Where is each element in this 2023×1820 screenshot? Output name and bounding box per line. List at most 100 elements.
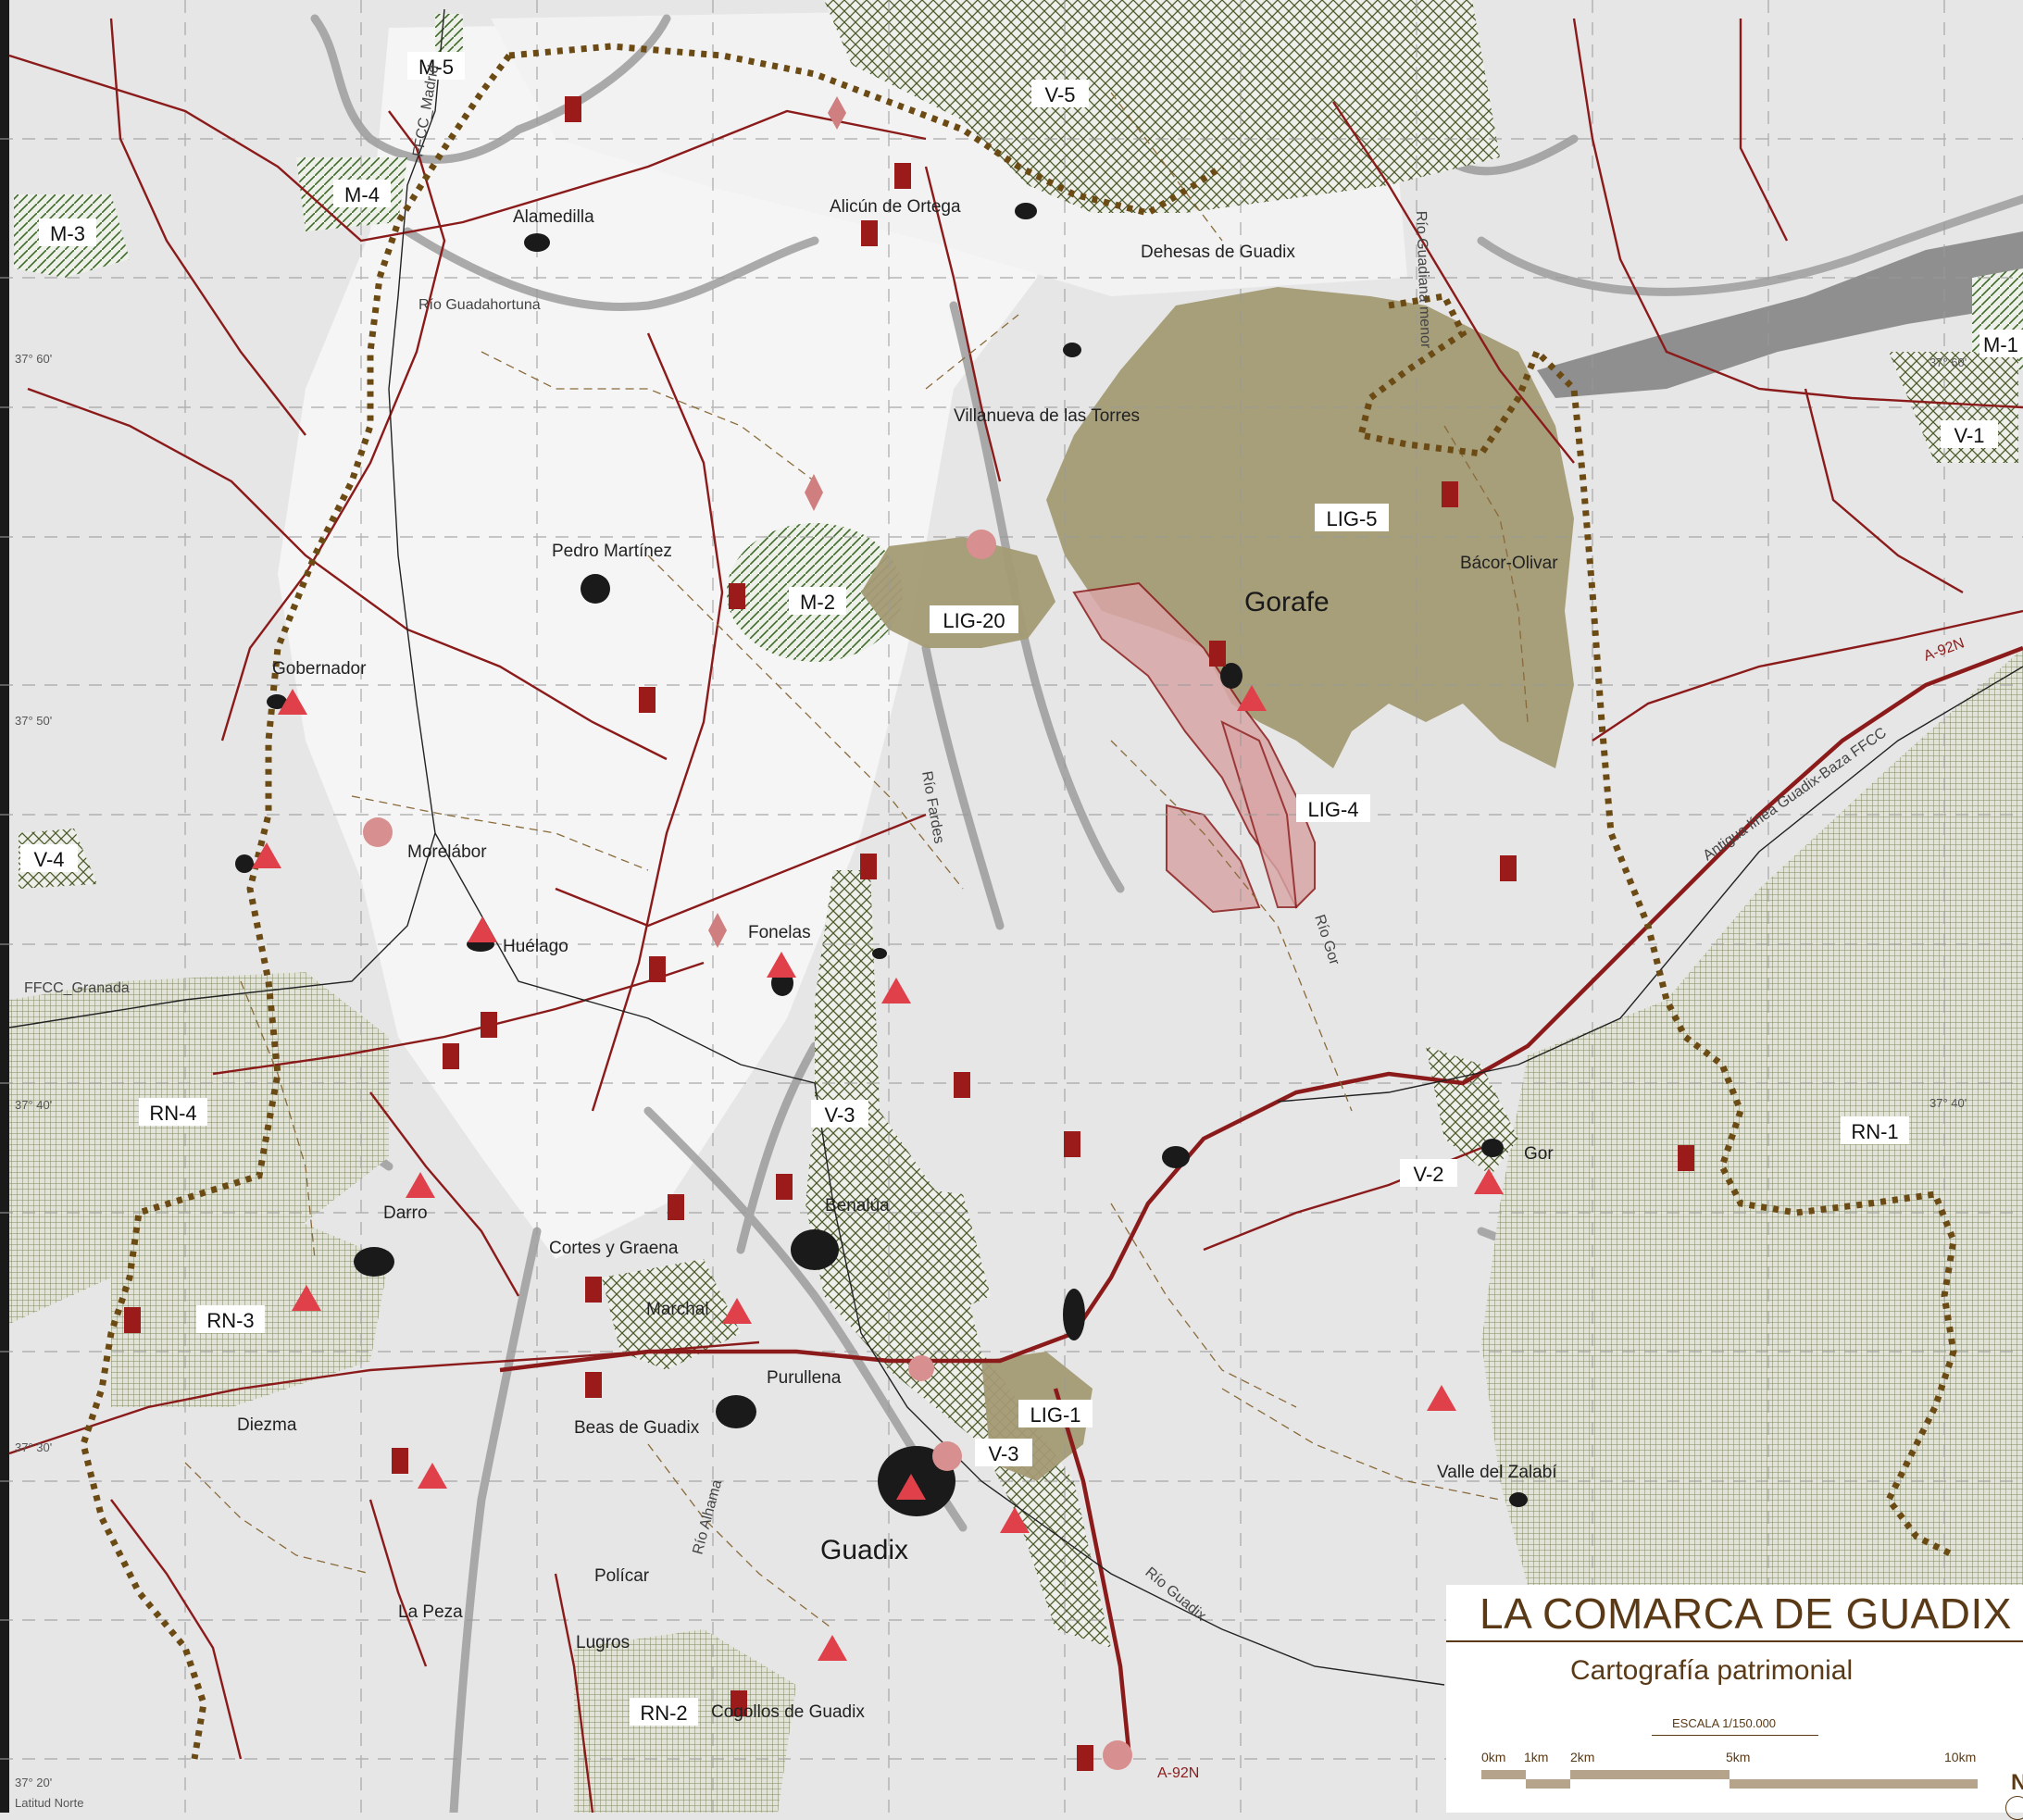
zone-label-m3: M-3 [50, 222, 85, 245]
zone-label-lig20: LIG-20 [943, 609, 1005, 632]
zone-label-rn3: RN-3 [206, 1309, 254, 1332]
scale-bar-segment [1481, 1770, 1526, 1779]
town-label-fonelas: Fonelas [748, 923, 811, 942]
zone-rn4-area [9, 972, 389, 1324]
zone-label-v5: V-5 [1044, 83, 1075, 106]
zone-label-m2: M-2 [800, 591, 835, 614]
town-label-gorafe: Gorafe [1244, 587, 1330, 617]
heritage-circle-icon [363, 530, 1132, 1770]
zone-label-box [789, 587, 846, 615]
compass-icon [2005, 1796, 2023, 1820]
zone-label-lig1: LIG-1 [1030, 1403, 1080, 1427]
scale-label: ESCALA 1/150.000 [1672, 1716, 1777, 1730]
town-label-marchal: Marchal [646, 1300, 709, 1319]
coord-lat-60-right: 37° 60' [1929, 355, 1967, 369]
town-label-valle: Valle del Zalabí [1437, 1463, 1557, 1482]
town-label-purullena: Purullena [767, 1368, 842, 1388]
town-label-gor: Gor [1524, 1144, 1554, 1164]
town-label-bacor: Bácor-Olivar [1460, 554, 1558, 573]
zone-rn1-area [1481, 648, 2023, 1813]
scale-tick: 1km [1524, 1750, 1549, 1764]
town-label-morelabor: Morelábor [407, 842, 487, 862]
town-label-lapeza: La Peza [398, 1602, 463, 1622]
town-label-alamedilla: Alamedilla [513, 207, 594, 227]
zone-label-box [39, 218, 96, 246]
town-label-benalua: Benalúa [825, 1196, 890, 1215]
town-label-darro: Darro [383, 1203, 428, 1223]
zone-label-v3b: V-3 [988, 1442, 1018, 1465]
zone-label-box [1400, 1159, 1457, 1187]
town-label-huelago: Huélago [503, 937, 568, 956]
coord-lat-40-left: 37° 40' [15, 1098, 52, 1112]
town-label-cortes: Cortes y Graena [549, 1239, 679, 1258]
scale-tick: 10km [1944, 1750, 1977, 1764]
scale-bar-segment [1730, 1779, 1978, 1789]
zone-label-box [1941, 420, 1998, 448]
zone-label-box [1315, 504, 1389, 531]
zone-label-v3a: V-3 [824, 1103, 855, 1127]
zone-label-m4: M-4 [344, 183, 380, 206]
town-label-villanueva: Villanueva de las Torres [954, 406, 1140, 426]
scale-label-rule [1652, 1735, 1818, 1736]
label-rio-guadiana: Río Guadiana menor [1413, 211, 1433, 350]
scale-tick: 0km [1481, 1750, 1506, 1764]
zone-label-box [1841, 1116, 1909, 1144]
label-a92n-bottom: A-92N [1157, 1765, 1199, 1781]
heritage-rect-icon [124, 96, 1694, 1771]
zone-v3-area-east [880, 1185, 991, 1324]
railways [8, 8, 2023, 1686]
zone-label-box [20, 844, 78, 872]
comarca-boundary [80, 43, 1957, 1760]
town-label-alicun: Alicún de Ortega [830, 197, 961, 217]
map-title: LA COMARCA DE GUADIX [1480, 1589, 2012, 1638]
coord-lat-30: 37° 30' [15, 1440, 52, 1454]
zone-label-rn4: RN-4 [149, 1102, 196, 1125]
zone-label-box [1979, 330, 2023, 357]
zone-label-rn2: RN-2 [640, 1702, 687, 1725]
town-label-guadix: Guadix [820, 1535, 908, 1565]
zone-label-m1: M-1 [1983, 333, 2018, 356]
scale-bar-segment [1526, 1779, 1570, 1789]
zone-label-rn1: RN-1 [1851, 1120, 1898, 1143]
label-rio-guadahortuna: Río Guadahortuna [418, 297, 541, 313]
scale-tick: 5km [1726, 1750, 1751, 1764]
zone-label-box [811, 1100, 868, 1128]
zone-v3-area-mid [602, 1259, 741, 1370]
town-label-diezma: Diezma [237, 1415, 297, 1435]
title-rule [1446, 1640, 2023, 1642]
zone-label-m5: M-5 [418, 56, 454, 79]
town-label-policar: Polícar [594, 1566, 650, 1586]
heritage-triangle-icon [252, 685, 1504, 1661]
zone-label-box [1031, 80, 1089, 107]
coord-axis-label: Latitud Norte [15, 1796, 83, 1810]
zone-label-box [1296, 794, 1370, 822]
tracks [184, 92, 1529, 1630]
highway-a92n [499, 645, 2023, 1760]
coord-lat-50: 37° 50' [15, 714, 52, 728]
zone-label-box [139, 1098, 207, 1126]
coord-lat-40-right: 37° 40' [1929, 1096, 1967, 1110]
zone-label-lig5: LIG-5 [1326, 507, 1377, 530]
town-label-gobernador: Gobernador [272, 659, 367, 679]
town-label-beas: Beas de Guadix [574, 1418, 700, 1438]
zone-label-v4: V-4 [33, 848, 64, 871]
heritage-diamond-icon [708, 96, 846, 948]
zone-label-box [1018, 1400, 1093, 1427]
scale-bar-segment [1570, 1770, 1730, 1779]
zone-label-box [975, 1439, 1032, 1466]
zone-label-v2: V-2 [1413, 1163, 1443, 1186]
label-ffcc-granada: FFCC_Granada [24, 980, 130, 996]
town-label-dehesas: Dehesas de Guadix [1141, 243, 1295, 262]
coord-lat-20: 37° 20' [15, 1776, 52, 1789]
town-label-lugros: Lugros [576, 1633, 630, 1652]
zone-label-box [196, 1305, 265, 1333]
map-legend: LA COMARCA DE GUADIX Cartografía patrimo… [1446, 1585, 2023, 1820]
town-label-cogollos: Cogollos de Guadix [711, 1702, 865, 1722]
coord-lat-60-left: 37° 60' [15, 352, 52, 366]
north-arrow-icon: N [2011, 1770, 2023, 1795]
zone-v5-area [824, 0, 1500, 213]
reservoir [1537, 231, 2023, 398]
town-label-pedro: Pedro Martínez [552, 542, 672, 561]
zone-label-v1: V-1 [1954, 424, 1984, 447]
